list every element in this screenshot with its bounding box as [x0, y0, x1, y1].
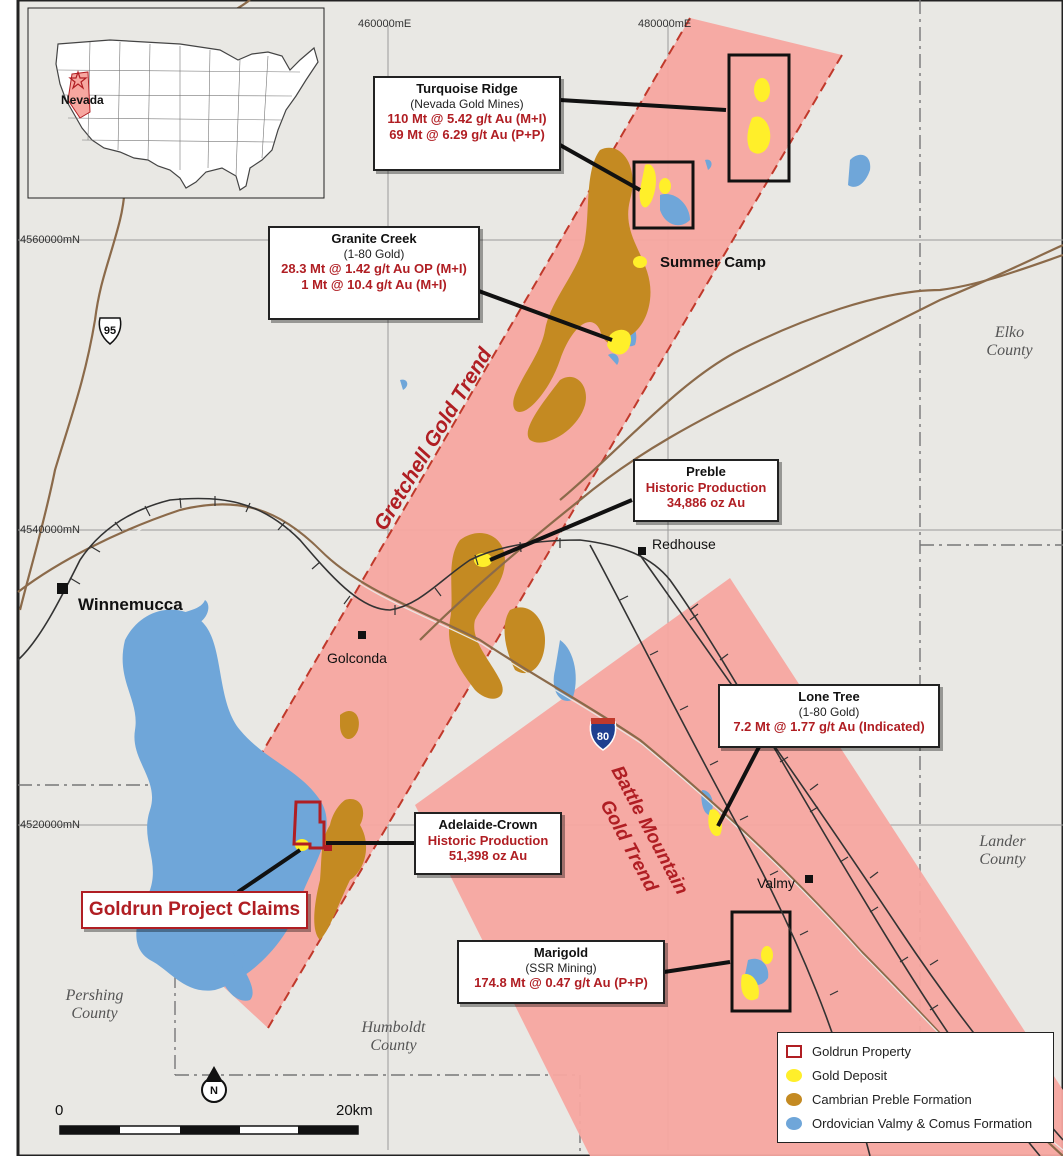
lone-tree-operator: (1-80 Gold) [798, 704, 860, 719]
adelaide-crown-production-value: 51,398 oz Au [448, 848, 528, 864]
callout-adelaide-crown: Adelaide-Crown Historic Production 51,39… [414, 812, 562, 875]
turquoise-ridge-box-large [727, 53, 791, 183]
adelaide-crown-title: Adelaide-Crown [438, 817, 538, 832]
turquoise-ridge-resource-1: 110 Mt @ 5.42 g/t Au (M+I) [387, 110, 547, 126]
goldrun-project-claims-label: Goldrun Project Claims [81, 891, 308, 929]
place-redhouse: Redhouse [652, 536, 716, 552]
preble-production-value: 34,886 oz Au [666, 495, 746, 511]
county-pershing-line2: County [71, 1004, 118, 1022]
grid-label-n4560: 4560000mN [20, 234, 80, 246]
county-humboldt: Humboldt County [346, 1019, 441, 1054]
preble-title: Preble [686, 464, 726, 479]
turquoise-ridge-resource-2: 69 Mt @ 6.29 g/t Au (P+P) [389, 126, 545, 142]
frame [16, 0, 1063, 1156]
town-markers [57, 547, 813, 883]
legend: Goldrun Property Gold Deposit Cambrian P… [777, 1032, 1054, 1143]
gretchell-trend-edge-right [267, 54, 843, 1029]
turquoise-ridge-operator: (Nevada Gold Mines) [410, 96, 524, 111]
legend-label-gold-deposit: Gold Deposit [812, 1067, 888, 1083]
ordovician-valmy-swatch [786, 1116, 802, 1130]
leader-lines [236, 98, 762, 974]
marigold-title: Marigold [533, 945, 589, 960]
us95-shield [98, 317, 122, 345]
callout-preble: Preble Historic Production 34,886 oz Au [633, 459, 779, 522]
gold-deposits [295, 78, 773, 1001]
goldrun-property-swatch [786, 1044, 802, 1058]
county-lander-line1: Lander [979, 833, 1026, 850]
gretchell-trend-band [160, 18, 842, 1028]
county-elko-line2: County [986, 341, 1033, 359]
turquoise-ridge-box-small [632, 160, 695, 230]
battle-mountain-trend-band [415, 578, 1063, 1156]
legend-item-goldrun-property: Goldrun Property [786, 1039, 1045, 1063]
county-lander: Lander County [965, 833, 1040, 868]
gold-deposit-swatch [786, 1068, 802, 1082]
place-valmy: Valmy [757, 875, 795, 891]
goldrun-property-small [324, 845, 332, 851]
place-golconda: Golconda [327, 650, 387, 666]
marigold-operator: (SSR Mining) [525, 960, 597, 975]
callout-marigold: Marigold (SSR Mining) 174.8 Mt @ 0.47 g/… [457, 940, 665, 1004]
us-inset-map [27, 7, 325, 199]
county-pershing-line1: Pershing [65, 987, 124, 1004]
county-elko-line1: Elko [994, 324, 1025, 341]
grid-label-e460: 460000mE [358, 18, 412, 30]
county-humboldt-line1: Humboldt [361, 1019, 426, 1036]
legend-label-goldrun-property: Goldrun Property [812, 1043, 911, 1059]
marigold-box [730, 910, 792, 1013]
i80-number: 80 [597, 731, 609, 743]
legend-label-cambrian-preble: Cambrian Preble Formation [812, 1091, 972, 1107]
county-pershing: Pershing County [47, 987, 142, 1022]
grid-label-n4520: 4520000mN [20, 819, 80, 831]
county-humboldt-line2: County [370, 1036, 417, 1054]
legend-item-gold-deposit: Gold Deposit [786, 1063, 1045, 1087]
scale-bar-start: 0 [55, 1102, 64, 1119]
roads [17, 0, 1063, 1156]
preble-production-label: Historic Production [645, 479, 767, 495]
callout-turquoise-ridge: Turquoise Ridge (Nevada Gold Mines) 110 … [373, 76, 561, 171]
legend-label-ordovician-valmy: Ordovician Valmy & Comus Formation [812, 1115, 1033, 1131]
callout-granite-creek: Granite Creek (1-80 Gold) 28.3 Mt @ 1.42… [268, 226, 480, 320]
granite-creek-title: Granite Creek [331, 231, 417, 246]
scale-bar [59, 1125, 359, 1135]
granite-creek-operator: (1-80 Gold) [343, 246, 405, 261]
county-lander-line2: County [979, 850, 1026, 868]
legend-item-cambrian-preble: Cambrian Preble Formation [786, 1087, 1045, 1111]
cambrian-preble-swatch [786, 1092, 802, 1106]
lone-tree-title: Lone Tree [798, 689, 860, 704]
north-arrow [201, 1066, 227, 1103]
scale-bar-end: 20km [336, 1102, 373, 1119]
north-arrow-letter: N [210, 1085, 218, 1097]
place-winnemucca: Winnemucca [78, 595, 183, 614]
turquoise-ridge-title: Turquoise Ridge [416, 81, 518, 96]
marigold-resource: 174.8 Mt @ 0.47 g/t Au (P+P) [474, 974, 648, 990]
county-elko: Elko County [972, 324, 1047, 359]
i80-shield [589, 718, 617, 751]
inset-nevada-label: Nevada [61, 93, 104, 107]
lone-tree-resource: 7.2 Mt @ 1.77 g/t Au (Indicated) [733, 718, 925, 734]
granite-creek-resource-2: 1 Mt @ 10.4 g/t Au (M+I) [301, 276, 447, 292]
callout-lone-tree: Lone Tree (1-80 Gold) 7.2 Mt @ 1.77 g/t … [718, 684, 940, 748]
granite-creek-resource-1: 28.3 Mt @ 1.42 g/t Au OP (M+I) [281, 260, 467, 276]
grid-label-n4540: 4540000mN [20, 524, 80, 536]
left-border [0, 0, 18, 1156]
legend-item-ordovician-valmy: Ordovician Valmy & Comus Formation [786, 1111, 1045, 1135]
adelaide-crown-production-label: Historic Production [427, 832, 549, 848]
place-summer-camp: Summer Camp [660, 254, 766, 271]
us95-number: 95 [104, 325, 116, 337]
grid-label-e480: 480000mE [638, 18, 692, 30]
